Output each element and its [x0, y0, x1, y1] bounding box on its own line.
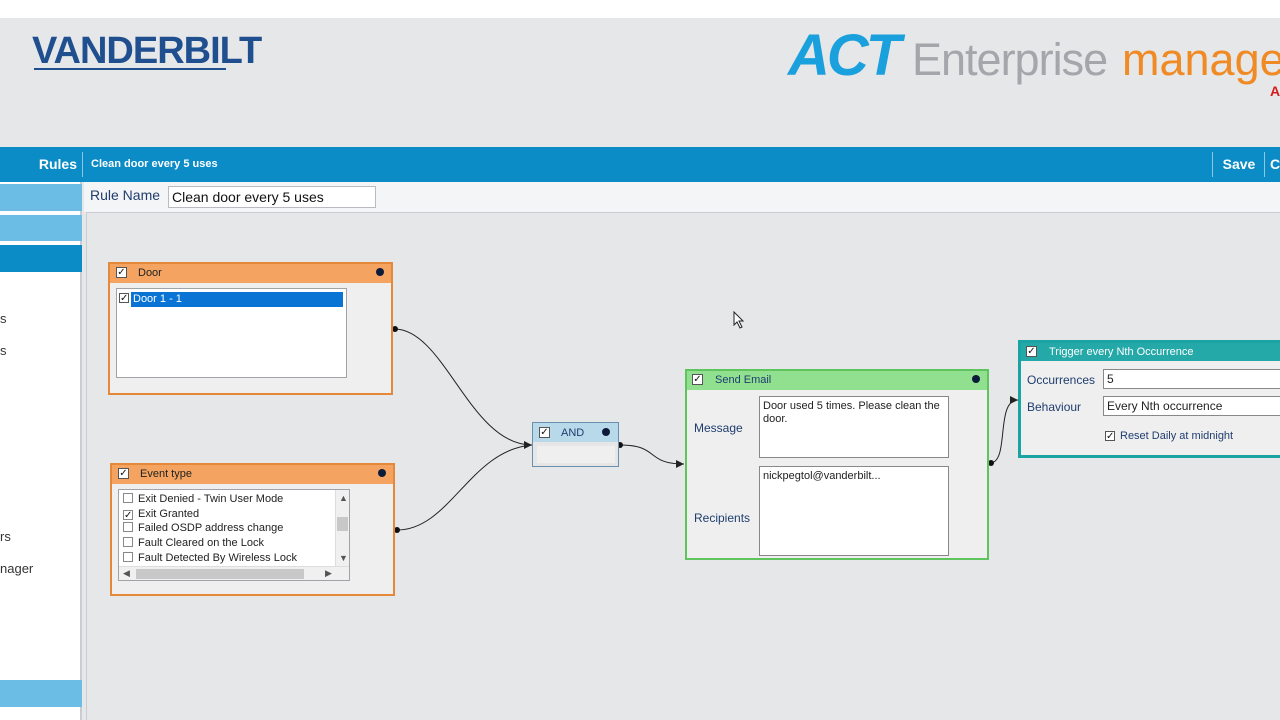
node-status-dot — [602, 428, 610, 436]
recipients-label: Recipients — [694, 511, 751, 525]
node-enabled-checkbox[interactable]: ✓ — [1026, 346, 1037, 357]
app-header — [0, 18, 1280, 148]
top-strip — [0, 0, 1280, 18]
node-enabled-checkbox[interactable]: ✓ — [118, 468, 129, 479]
list-item[interactable]: Fault Detected By Wireless Lock — [123, 551, 297, 565]
reset-daily-label: Reset Daily at midnight — [1120, 430, 1234, 442]
vanderbilt-logo: VANDERBILT — [32, 30, 262, 72]
node-title: Send Email — [715, 374, 772, 386]
arrow-head — [524, 441, 532, 449]
vertical-scrollbar[interactable]: ▲ ▼ — [335, 490, 349, 567]
list-item[interactable]: ✓Exit Granted — [123, 508, 200, 521]
node-status-dot — [378, 469, 386, 477]
behaviour-select[interactable]: Every Nth occurrence — [1103, 396, 1280, 416]
list-item[interactable]: Failed OSDP address change — [123, 521, 283, 535]
scroll-right-icon[interactable]: ▶ — [325, 568, 332, 578]
and-node[interactable]: ✓ AND — [532, 422, 619, 467]
scroll-left-icon[interactable]: ◀ — [123, 568, 130, 578]
product-logo-suffix: A — [1270, 83, 1280, 99]
connector-door-and — [394, 328, 533, 446]
scroll-down-icon[interactable]: ▼ — [339, 553, 348, 563]
and-node-body — [537, 446, 615, 463]
behaviour-label: Behaviour — [1027, 400, 1082, 414]
output-port — [392, 326, 398, 332]
item-checkbox[interactable] — [123, 522, 133, 532]
toolbar-divider — [1264, 152, 1265, 177]
connector-email-trigger — [989, 399, 1019, 464]
scroll-thumb[interactable] — [337, 517, 348, 531]
send-email-node[interactable]: ✓ Send Email Message Door used 5 times. … — [685, 369, 989, 560]
sidebar-item-active[interactable] — [0, 245, 82, 272]
output-port — [988, 460, 994, 466]
sidebar-item-label[interactable]: nager — [0, 561, 34, 576]
recipients-textarea[interactable]: nickpegtol@vanderbilt... — [759, 466, 949, 556]
list-item[interactable]: Fault Cleared on the Lock — [123, 536, 264, 550]
message-textarea[interactable]: Door used 5 times. Please clean the door… — [759, 396, 949, 458]
node-title: Event type — [140, 468, 192, 480]
door-node[interactable]: ✓ Door ✓ Door 1 - 1 — [108, 262, 393, 395]
node-header[interactable]: ✓ Door — [110, 264, 391, 283]
scroll-up-icon[interactable]: ▲ — [339, 493, 348, 503]
product-logo-act: ACT — [788, 23, 901, 88]
toolbar-rule-title: Clean door every 5 uses — [91, 158, 218, 170]
node-title: Trigger every Nth Occurrence — [1049, 346, 1194, 358]
item-checkbox[interactable]: ✓ — [123, 510, 133, 521]
arrow-head — [1010, 396, 1018, 404]
mouse-cursor-icon — [733, 311, 745, 329]
sidebar: s s rs nager — [0, 182, 82, 720]
item-checkbox[interactable] — [123, 537, 133, 547]
sidebar-item[interactable] — [0, 215, 82, 241]
node-header[interactable]: ✓ Event type — [112, 465, 393, 484]
sidebar-item-label[interactable]: rs — [0, 529, 11, 544]
save-button[interactable]: Save — [1222, 156, 1256, 172]
node-header[interactable]: ✓ AND — [533, 423, 618, 442]
event-type-node[interactable]: ✓ Event type Exit Denied - Twin User Mod… — [110, 463, 395, 596]
node-enabled-checkbox[interactable]: ✓ — [539, 427, 550, 438]
item-checkbox[interactable] — [123, 552, 133, 562]
output-port — [394, 527, 400, 533]
rule-name-label: Rule Name — [90, 187, 161, 203]
door-list[interactable]: ✓ Door 1 - 1 — [116, 288, 347, 378]
item-checkbox[interactable] — [123, 493, 133, 503]
sidebar-item[interactable] — [0, 184, 82, 211]
arrow-head — [676, 460, 684, 468]
toolbar-section-rules[interactable]: Rules — [38, 156, 77, 172]
product-logo-manager: manage — [1122, 34, 1280, 85]
scroll-thumb[interactable] — [136, 569, 304, 579]
sidebar-item[interactable] — [0, 680, 82, 707]
door-list-item[interactable]: Door 1 - 1 — [131, 292, 343, 307]
node-title: AND — [561, 427, 585, 439]
trigger-nth-node[interactable]: ✓ Trigger every Nth Occurrence Occurrenc… — [1018, 340, 1280, 458]
product-logo-enterprise: Enterprise — [912, 34, 1108, 85]
occurrences-label: Occurrences — [1027, 373, 1096, 387]
node-title: Door — [138, 267, 162, 279]
door-item-checkbox[interactable]: ✓ — [119, 293, 129, 304]
occurrences-input[interactable]: 5 — [1103, 369, 1280, 389]
toolbar-divider — [1212, 152, 1213, 177]
message-label: Message — [694, 421, 743, 435]
sidebar-item-label[interactable]: s — [0, 343, 7, 358]
event-type-list[interactable]: Exit Denied - Twin User Mode ✓Exit Grant… — [118, 489, 350, 581]
node-header[interactable]: ✓ Send Email — [687, 371, 987, 390]
logo-underline — [34, 68, 226, 70]
reset-daily-checkbox[interactable]: ✓ — [1105, 431, 1115, 442]
node-header[interactable]: ✓ Trigger every Nth Occurrence — [1021, 343, 1280, 361]
toolbar-divider — [82, 152, 83, 177]
node-enabled-checkbox[interactable]: ✓ — [116, 267, 127, 278]
toolbar — [0, 147, 1280, 182]
connector-and-email — [619, 444, 685, 465]
node-status-dot — [972, 375, 980, 383]
rule-name-input[interactable]: Clean door every 5 uses — [168, 186, 376, 208]
node-status-dot — [376, 268, 384, 276]
close-button[interactable]: C — [1270, 156, 1280, 172]
list-item[interactable]: Exit Denied - Twin User Mode — [123, 492, 283, 506]
horizontal-scrollbar[interactable]: ◀ ▶ — [119, 566, 349, 580]
sidebar-item-label[interactable]: s — [0, 311, 7, 326]
connector-event-and — [396, 444, 533, 531]
node-enabled-checkbox[interactable]: ✓ — [692, 374, 703, 385]
